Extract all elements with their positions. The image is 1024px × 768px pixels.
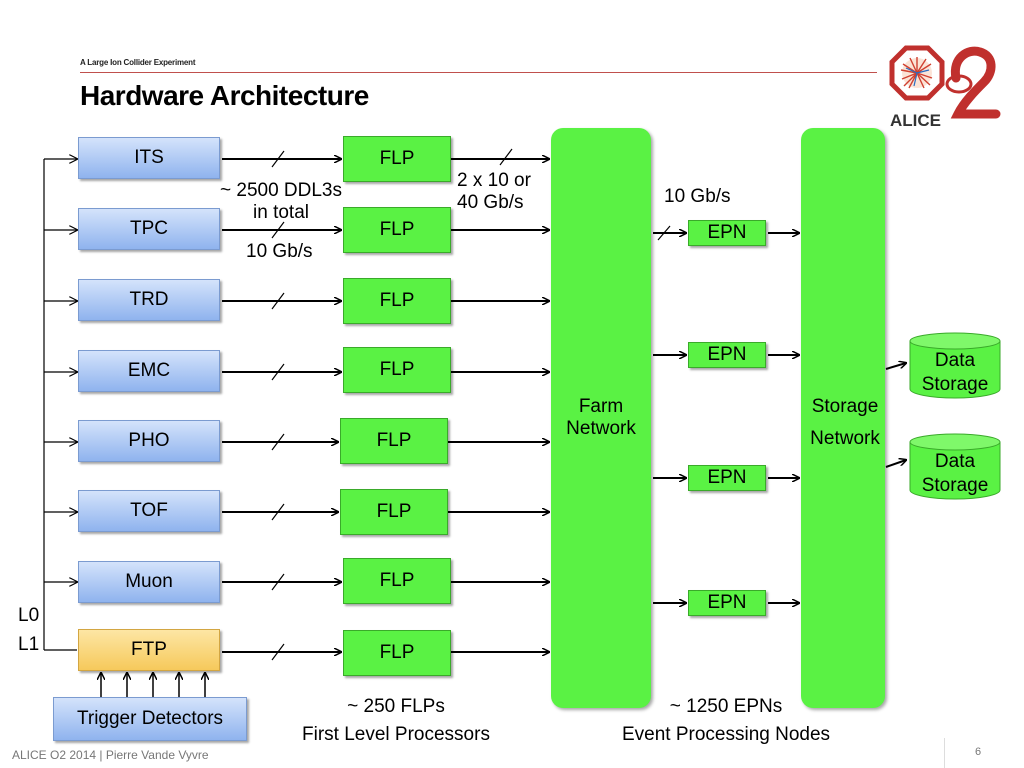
- link-slash: [271, 363, 285, 381]
- header-subtitle: A Large Ion Collider Experiment: [80, 58, 196, 67]
- detector-its: ITS: [78, 137, 220, 179]
- page-title: Hardware Architecture: [80, 80, 369, 111]
- footer-divider: [944, 738, 945, 768]
- epn-rate-label: 10 Gb/s: [664, 186, 731, 207]
- alice-o2-logo: ALICE: [889, 45, 1001, 130]
- alice-logo-text: ALICE: [890, 111, 941, 130]
- flp-box: FLP: [340, 489, 448, 535]
- link-slash: [271, 503, 285, 521]
- epn-box: EPN: [688, 465, 766, 491]
- link-slash: [271, 433, 285, 451]
- trigger-detectors: Trigger Detectors: [53, 697, 247, 741]
- detector-ftp: FTP: [78, 629, 220, 671]
- detector-emc: EMC: [78, 350, 220, 392]
- link-slash: [271, 573, 285, 591]
- page-number: 6: [975, 746, 982, 758]
- detector-pho: PHO: [78, 420, 220, 462]
- farm-network: [551, 128, 651, 708]
- l1-label: L1: [18, 634, 40, 655]
- storage-network: [801, 128, 885, 708]
- detector-tof: TOF: [78, 490, 220, 532]
- link-slash: [271, 221, 285, 239]
- data-storage-cylinder: [909, 332, 1001, 399]
- link-slash: [499, 148, 513, 166]
- footer-text: ALICE O2 2014 | Pierre Vande Vyvre: [12, 748, 209, 762]
- epn-box: EPN: [688, 342, 766, 368]
- link-slash: [271, 643, 285, 661]
- data-storage-cylinder: [909, 433, 1001, 500]
- l0-label: L0: [18, 605, 40, 626]
- flp-box: FLP: [343, 347, 451, 393]
- storage-to-data-arrow: [885, 460, 906, 468]
- detector-trd: TRD: [78, 279, 220, 321]
- detector-muon: Muon: [78, 561, 220, 603]
- storage-to-data-arrow: [885, 363, 906, 370]
- flp-box: FLP: [340, 418, 448, 464]
- header-divider: [80, 72, 877, 73]
- link-slash: [271, 292, 285, 310]
- ddl-rate-label: 10 Gb/s: [246, 241, 313, 262]
- link-slash: [271, 150, 285, 168]
- flp-box: FLP: [343, 136, 451, 182]
- flp-box: FLP: [343, 278, 451, 324]
- flp-box: FLP: [343, 558, 451, 604]
- epn-box: EPN: [688, 590, 766, 616]
- link-slash: [657, 225, 671, 241]
- epn-box: EPN: [688, 220, 766, 246]
- flp-box: FLP: [343, 207, 451, 253]
- detector-tpc: TPC: [78, 208, 220, 250]
- flp-box: FLP: [343, 630, 451, 676]
